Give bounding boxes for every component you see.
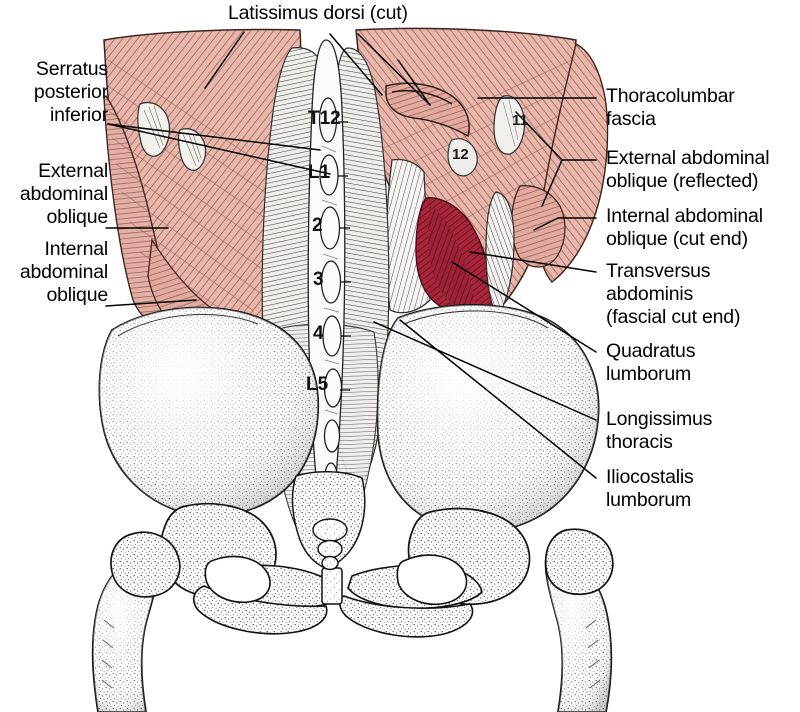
- leader-iliocostalis: [399, 319, 597, 479]
- label-external-abdominal-oblique-reflected: External abdominal oblique (reflected): [606, 147, 770, 192]
- interspinous-texture: [321, 145, 340, 415]
- left-ilium-shading: [99, 307, 319, 516]
- leader-latissimus-2: [329, 33, 383, 96]
- leader-latissimus-3b: [397, 59, 431, 106]
- leader-transversus: [469, 251, 597, 273]
- leader-lines: [105, 31, 597, 479]
- vertebra-l3: 3: [313, 269, 324, 290]
- label-internal-abdominal-oblique: Internal abdominal oblique: [19, 238, 108, 306]
- vertebra-l1: L1: [308, 162, 331, 183]
- left-obturator-foramen: [204, 555, 271, 604]
- right-inferior-ramus: [338, 595, 474, 638]
- vertebra-t12: T12: [308, 108, 341, 129]
- leader-eao-reflected-b: [541, 159, 563, 207]
- right-femoral-head: [544, 528, 614, 596]
- label-internal-abdominal-oblique-cut-end: Internal abdominal oblique (cut end): [606, 205, 763, 250]
- spinous-processes: [318, 97, 343, 519]
- leader-iao-cut-end: [533, 217, 559, 231]
- rib-11-label: 11: [512, 112, 528, 129]
- quadratus-lumborum-shadow: [428, 206, 476, 312]
- leader-longissimus: [373, 321, 597, 421]
- label-iliocostalis-lumborum: Iliocostalis lumborum: [606, 466, 694, 511]
- leader-latissimus-3: [357, 33, 431, 106]
- vertebra-l2: 2: [312, 215, 323, 236]
- vertebra-l5: L5: [306, 374, 329, 395]
- leader-latissimus-1: [204, 31, 245, 89]
- deep-muscle-layer: [415, 191, 515, 318]
- vertebra-l4: 4: [313, 323, 324, 344]
- label-thoracolumbar-fascia: Thoracolumbar fascia: [606, 85, 735, 130]
- leader-serratus-1: [107, 123, 321, 151]
- right-trunk-muscles: [355, 27, 609, 317]
- label-longissimus-thoracis: Longissimus thoracis: [606, 408, 713, 453]
- label-serratus-posterior-inferior: Serratus posterior inferior: [33, 58, 108, 126]
- pubic-symphysis: [321, 567, 343, 605]
- iliac-crest-rims: [117, 310, 549, 337]
- femur-shaft-texture: [101, 619, 601, 689]
- aponeurotic-flap: [385, 82, 470, 138]
- leader-serratus-2: [107, 123, 331, 175]
- leader-quadratus: [451, 261, 597, 353]
- label-external-abdominal-oblique: External abdominal oblique: [19, 160, 108, 228]
- coccyx: [312, 518, 348, 571]
- right-obturator-foramen: [396, 554, 468, 606]
- pelvis-and-femora: [91, 304, 614, 712]
- leader-eao-reflected-a: [515, 111, 563, 161]
- label-quadratus-lumborum: Quadratus lumborum: [606, 340, 696, 385]
- rib-12-label: 12: [452, 146, 469, 163]
- aponeurotic-flap-edge: [391, 89, 453, 105]
- vertebra-tick-marks: [338, 121, 351, 391]
- label-latissimus-dorsi: Latissimus dorsi (cut): [228, 2, 408, 24]
- label-transversus-abdominis: Transversus abdominis (fascial cut end): [606, 260, 741, 328]
- left-femoral-head: [110, 531, 181, 598]
- right-ilium-shading: [377, 304, 599, 532]
- rib-11-texture: [502, 99, 519, 147]
- leader-iao-left: [105, 299, 197, 307]
- rib-12-shape: [447, 138, 478, 177]
